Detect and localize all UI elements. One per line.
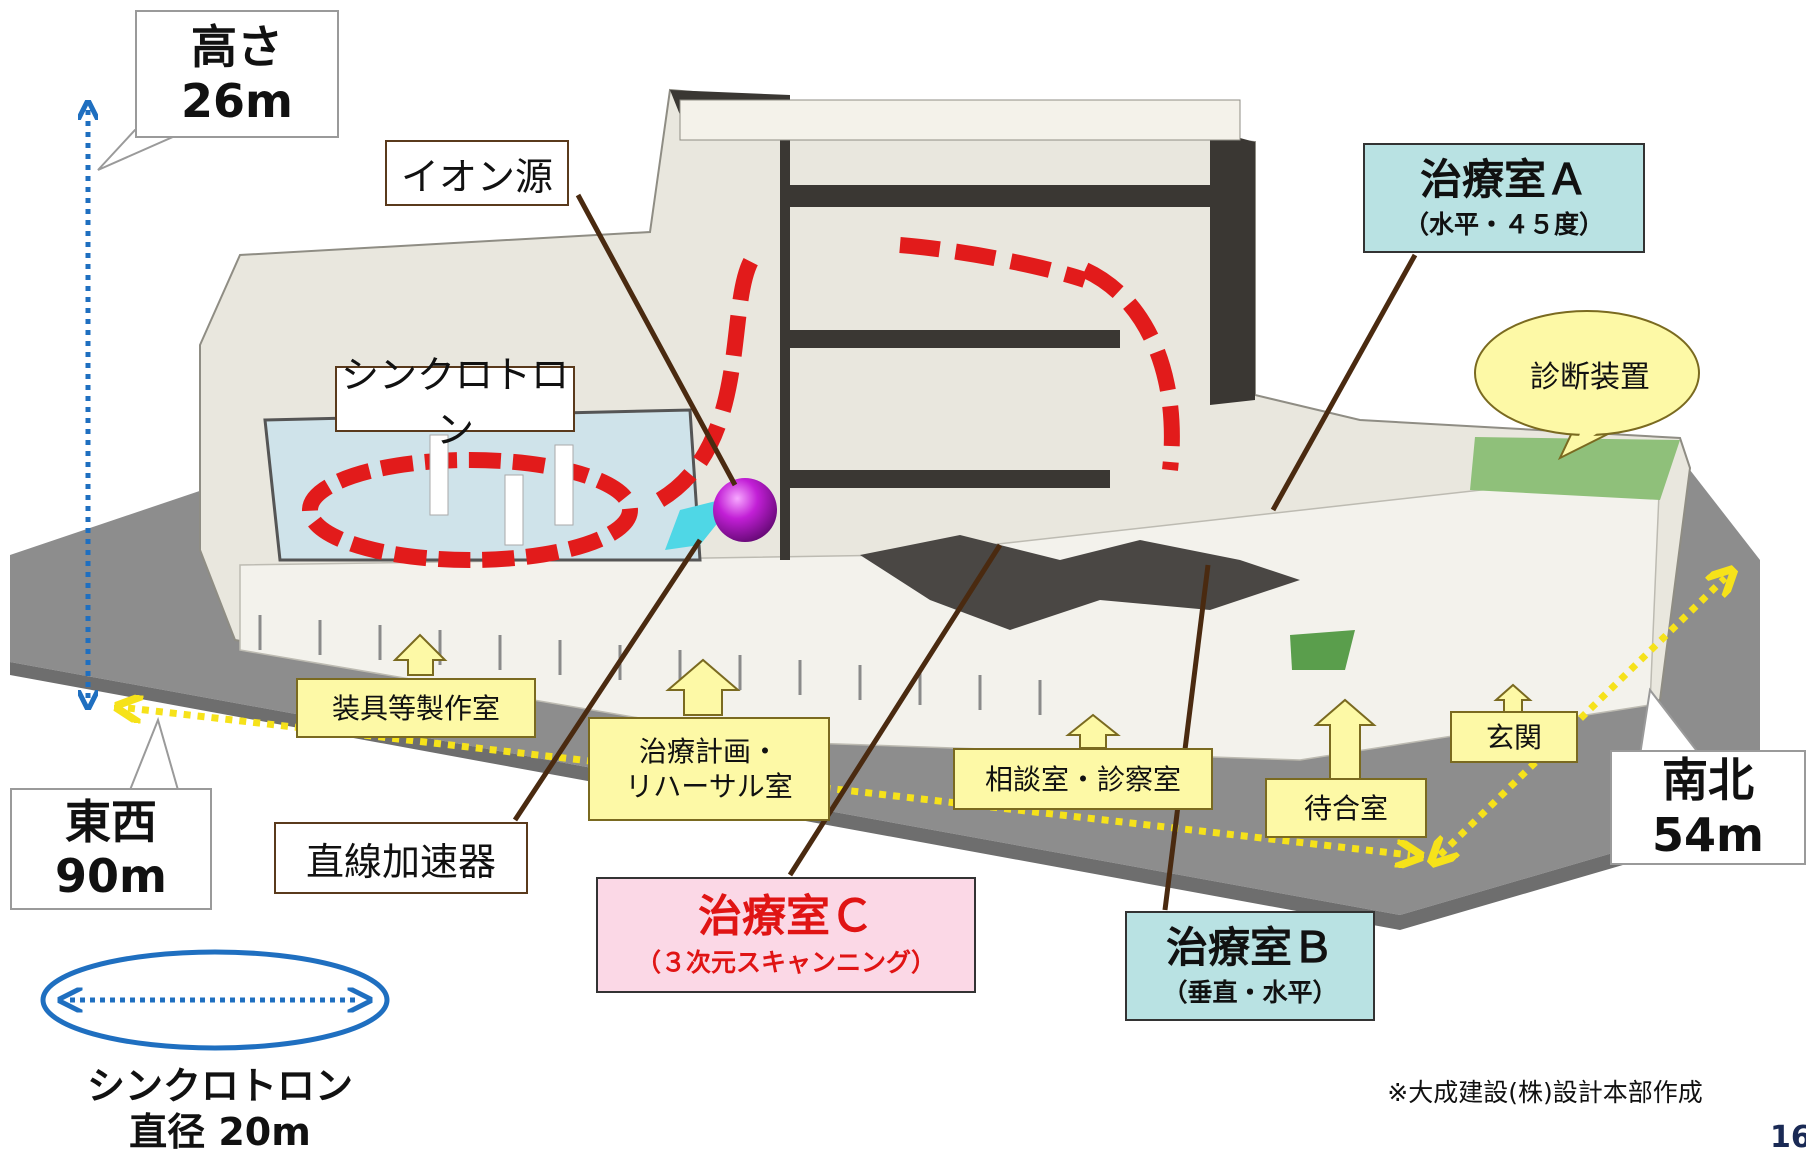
synchrotron-ring-icon	[40, 949, 390, 1051]
pointer-arrow	[392, 633, 448, 676]
synchrotron-column	[429, 434, 449, 516]
gantry-ring	[1081, 262, 1180, 471]
treatment-room-c-label: 治療室Ｃ （３次元スキャンニング）	[596, 877, 976, 993]
pointer-arrow	[1313, 698, 1377, 791]
pointer-arrow	[665, 658, 741, 716]
pointer-arrow	[1493, 683, 1533, 713]
ns-title: 南北	[1662, 753, 1754, 808]
gantry-ring-top	[899, 237, 1088, 288]
synchrotron-text: シンクロトロン	[340, 353, 569, 452]
east-west-callout: 東西 90m	[10, 788, 212, 910]
equipment-room-label: 装具等製作室	[296, 678, 536, 738]
linac-label: 直線加速器	[274, 822, 528, 894]
room-c-title: 治療室Ｃ	[698, 890, 874, 942]
waiting-room-text: 待合室	[1303, 791, 1388, 825]
diagnosis-bubble-tail-fill	[1575, 410, 1620, 448]
tower-floor-lower	[790, 470, 1110, 488]
waiting-room-label: 待合室	[1265, 778, 1427, 838]
synchrotron-column	[504, 474, 524, 546]
consult-room-label: 相談室・診察室	[953, 748, 1213, 810]
planning-room-line2: リハーサル室	[625, 770, 793, 803]
room-a-title: 治療室Ａ	[1419, 154, 1588, 204]
ion-source-sphere-icon	[713, 478, 777, 542]
treatment-room-b-label: 治療室Ｂ （垂直・水平）	[1125, 911, 1375, 1021]
synchrotron-diameter-caption: シンクロトロン 直径 20m	[60, 1063, 380, 1156]
leader-room-a	[1270, 253, 1418, 512]
height-value: 26m	[181, 74, 293, 128]
leader-lines	[512, 193, 1418, 911]
treatment-area-floor	[860, 535, 1300, 630]
room-c-subtitle: （３次元スキャンニング）	[635, 948, 936, 978]
roof-garden	[1470, 437, 1680, 500]
planning-room-label: 治療計画・ リハーサル室	[588, 717, 830, 821]
equipment-room-text: 装具等製作室	[331, 691, 500, 725]
page-number: 16	[1770, 1120, 1806, 1155]
ion-source-text: イオン源	[400, 154, 553, 199]
entrance-text: 玄関	[1485, 720, 1542, 754]
tower-window-band	[679, 99, 1241, 141]
north-south-arrow	[1440, 578, 1725, 855]
treatment-room-a-label: 治療室Ａ （水平・４５度）	[1363, 143, 1645, 253]
ew-callout-tail	[128, 716, 180, 791]
leader-ion-source	[575, 193, 738, 487]
pointer-arrow	[1065, 713, 1121, 749]
height-title: 高さ	[191, 19, 283, 74]
ns-value: 54m	[1652, 807, 1764, 862]
sync-diameter-title: シンクロトロン	[86, 1064, 353, 1108]
synchrotron-label: シンクロトロン	[335, 353, 575, 452]
linac-text: 直線加速器	[305, 839, 496, 884]
sync-diameter-value: 直径 20m	[129, 1110, 311, 1155]
beam-transport-arc	[655, 243, 766, 507]
room-b-subtitle: （垂直・水平）	[1162, 978, 1338, 1008]
north-south-callout: 南北 54m	[1610, 750, 1806, 865]
planning-room-line1: 治療計画・	[638, 735, 779, 768]
consult-room-text: 相談室・診察室	[984, 762, 1181, 796]
leader-linac	[512, 538, 703, 822]
room-b-title: 治療室Ｂ	[1165, 922, 1334, 972]
synchrotron-column	[554, 444, 574, 526]
height-callout: 高さ 26m	[135, 10, 339, 138]
entrance-label: 玄関	[1450, 711, 1578, 763]
ew-value: 90m	[55, 849, 167, 903]
diagnosis-text: 診断装置	[1530, 360, 1650, 395]
page-number-text: 16	[1770, 1120, 1806, 1155]
room-pointer-arrows	[392, 633, 1533, 791]
credit-text: ※大成建設(株)設計本部作成	[1387, 1078, 1703, 1107]
tower-floor-upper	[790, 185, 1210, 207]
room-a-subtitle: （水平・４５度）	[1403, 210, 1604, 240]
central-tower-wall-right	[1210, 130, 1255, 405]
synchrotron-ring	[302, 452, 638, 568]
courtyard-garden	[1290, 630, 1355, 670]
diagnosis-label: 診断装置	[1490, 352, 1690, 396]
leader-room-b	[1162, 564, 1211, 911]
credit-note: ※大成建設(株)設計本部作成	[1345, 1073, 1745, 1109]
tower-floor-mid	[790, 330, 1120, 348]
ion-source-label: イオン源	[385, 140, 569, 206]
ew-title: 東西	[65, 794, 157, 849]
